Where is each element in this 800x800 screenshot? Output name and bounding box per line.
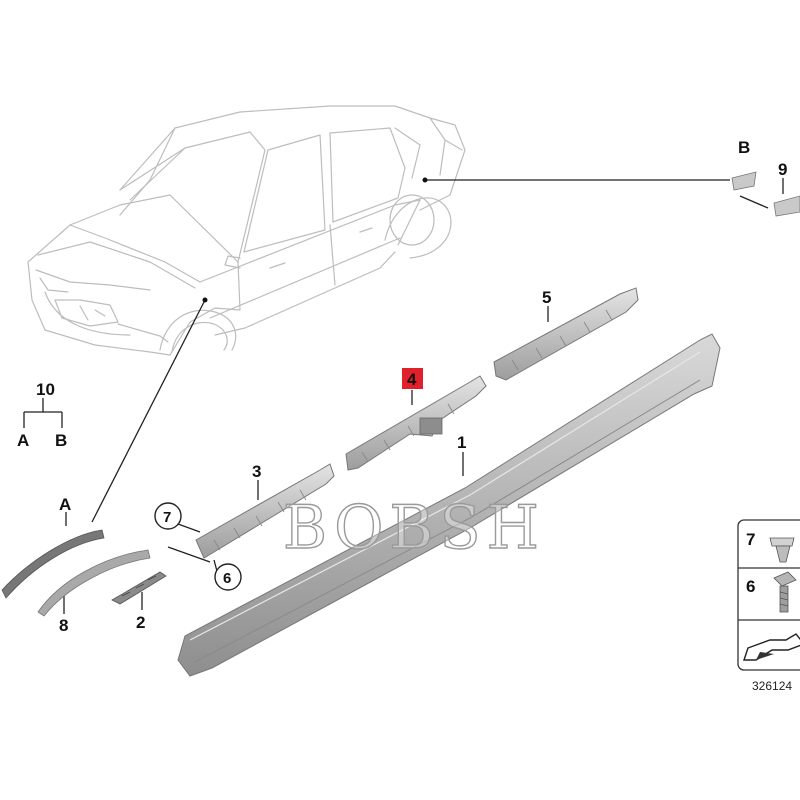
part-5-bracket — [493, 287, 639, 381]
label-B: B — [738, 138, 750, 157]
part-2-emblem-bracket — [111, 571, 167, 605]
label-B-tree: B — [55, 431, 67, 450]
part-B-small-cover — [731, 171, 757, 191]
part-4-bracket — [345, 375, 487, 471]
label-A-tree: A — [17, 431, 29, 450]
label-2: 2 — [136, 613, 145, 632]
screw-icon — [773, 571, 797, 613]
clip-icon — [769, 537, 795, 563]
part-8-arch-trim — [37, 549, 151, 617]
legend-item-6: 6 — [746, 577, 755, 596]
label-7-circle — [154, 502, 182, 530]
part-1-side-sill — [177, 333, 721, 677]
label-5: 5 — [542, 288, 551, 307]
label-9: 9 — [778, 160, 787, 179]
part-A-arch-trim — [1, 529, 105, 599]
label-3: 3 — [252, 462, 261, 481]
label-1: 1 — [457, 433, 466, 452]
legend-item-7: 7 — [746, 530, 755, 549]
car-outline-drawing — [27, 105, 466, 356]
label-A: A — [59, 495, 71, 514]
watermark-text: BOBSH — [283, 493, 545, 563]
reference-number: 326124 — [752, 679, 792, 693]
leader-dot-front — [202, 297, 208, 303]
arrow-icon — [743, 633, 800, 661]
label-6: 6 — [223, 570, 231, 587]
label-8: 8 — [59, 616, 68, 635]
leader-dot-rear — [422, 177, 428, 183]
label-4-highlight — [402, 368, 423, 389]
leader-car-to-A — [91, 299, 206, 523]
leader-lines — [23, 177, 784, 614]
label-7: 7 — [163, 509, 171, 526]
part-9-small-cover — [773, 195, 800, 217]
label-10: 10 — [36, 380, 55, 399]
label-6-circle — [214, 563, 242, 591]
fastener-legend: 7 6 — [737, 519, 800, 671]
part-3-bracket — [195, 463, 335, 559]
label-4: 4 — [407, 370, 417, 389]
